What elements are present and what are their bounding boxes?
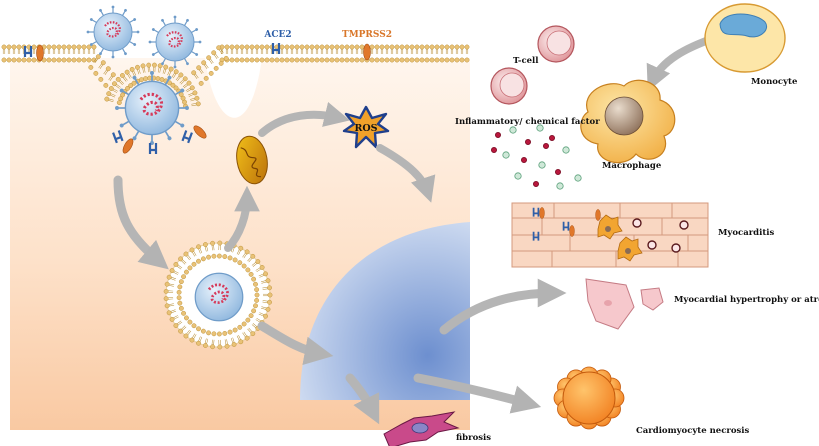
tcell-label: T-cell — [513, 56, 539, 66]
macrophage — [580, 79, 676, 164]
myocardium — [511, 202, 709, 268]
ros-label: ROS — [354, 123, 377, 134]
fibrosis-label: fibrosis — [456, 433, 491, 443]
ace2-label: ACE2 — [263, 30, 291, 40]
virus-particle — [85, 4, 140, 60]
inflammatory-factors — [490, 124, 582, 190]
hypertrophy-label: Myocardial hypertrophy or atrophy — [674, 295, 819, 305]
arrow-to-ros — [258, 101, 350, 137]
arrow-to-necrosis — [413, 373, 542, 414]
arrow-to-hypertrophy — [439, 278, 567, 335]
arrow-to-mitochondrion — [224, 185, 260, 252]
hypertrophic-cell — [585, 278, 635, 330]
fibroblast — [383, 411, 460, 446]
mitochondrion — [236, 135, 268, 185]
inflammatory-label: Inflammatory/ chemical factor — [455, 117, 600, 127]
cell-membrane — [1, 44, 470, 109]
arrow-to-nucleus — [257, 321, 334, 366]
host-cell — [10, 58, 470, 430]
arrow-monocyte-to-macrophage — [646, 34, 718, 92]
t-cell — [490, 67, 528, 105]
arrow-ros-to-nucleus — [376, 144, 436, 203]
arrow-to-endosome — [113, 175, 169, 270]
monocyte-label: Monocyte — [751, 77, 798, 87]
nucleus — [300, 222, 470, 400]
pathway-arrows — [113, 34, 718, 425]
atrophic-cell — [640, 287, 664, 311]
monocyte — [704, 3, 786, 73]
macrophage-label: Macrophage — [602, 161, 662, 171]
t-cell — [537, 25, 575, 63]
labels: ACE2 TMPRSS2 T-cell Monocyte Inflammator… — [263, 30, 819, 443]
endosome — [163, 240, 273, 350]
myocarditis-label: Myocarditis — [718, 228, 775, 238]
tmprss2-protease — [363, 43, 371, 61]
tmprss2-protease — [36, 44, 44, 62]
arrow-to-fibrosis — [345, 373, 380, 425]
necrosis-label: Cardiomyocyte necrosis — [636, 426, 750, 436]
necrotic-cardiomyocyte — [553, 366, 625, 430]
tmprss2-label: TMPRSS2 — [342, 30, 392, 40]
